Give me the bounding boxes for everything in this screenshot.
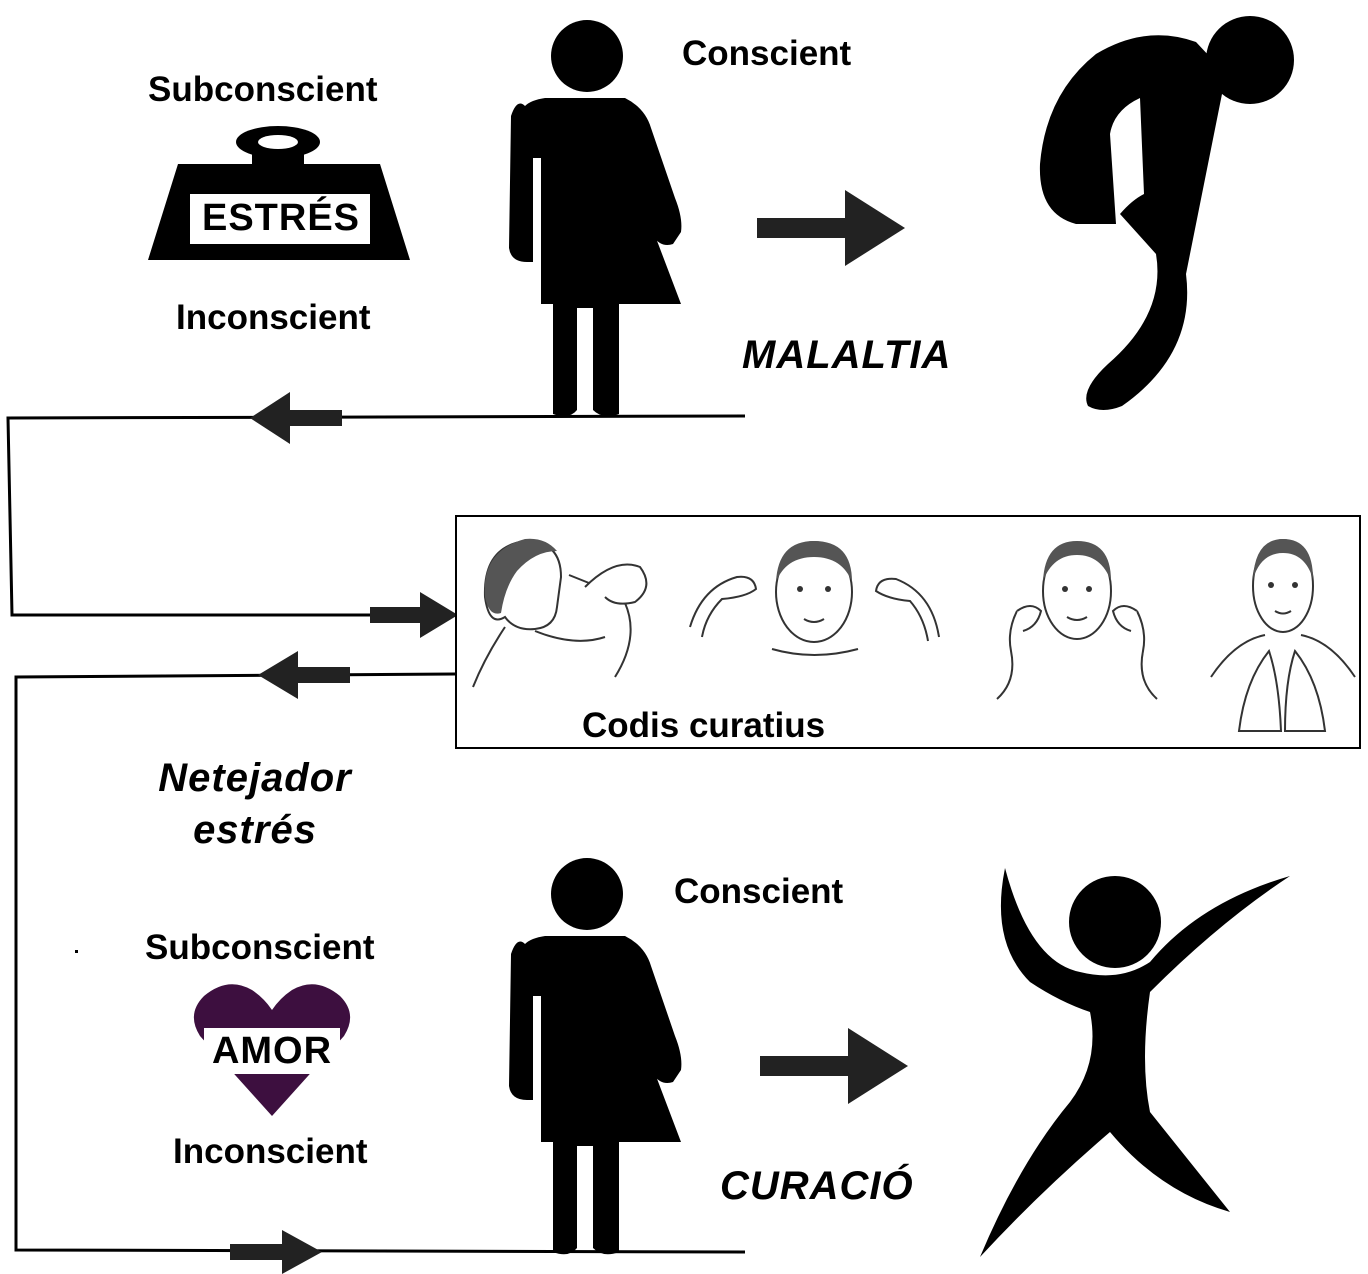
hand-gesture-illustration [682,537,947,667]
hand-gesture-illustration [1205,531,1360,741]
arrow-right-icon [370,592,458,638]
arrow-left-icon [250,392,342,444]
codis-curatius-label: Codis curatius [582,706,825,746]
bottom-conscient-label: Conscient [674,872,843,912]
bottom-subconscient-label: Subconscient [145,928,374,968]
hand-gesture-illustration [465,527,665,697]
netejador-label: Netejador estrés [130,752,380,856]
hand-gesture-illustration [977,531,1177,701]
bottom-inconscient-label: Inconscient [173,1132,367,1172]
netejador-line-1: Netejador [130,752,380,804]
arrow-right-icon [230,1230,322,1274]
person-icon [505,856,685,1256]
curacio-label: CURACIÓ [720,1164,914,1209]
stray-dot [75,950,78,953]
heart-text: AMOR [204,1030,340,1073]
arrow-left-icon [258,651,350,699]
netejador-line-2: estrés [130,804,380,856]
arrow-icon [760,1026,908,1106]
joyful-person-icon [960,862,1300,1267]
